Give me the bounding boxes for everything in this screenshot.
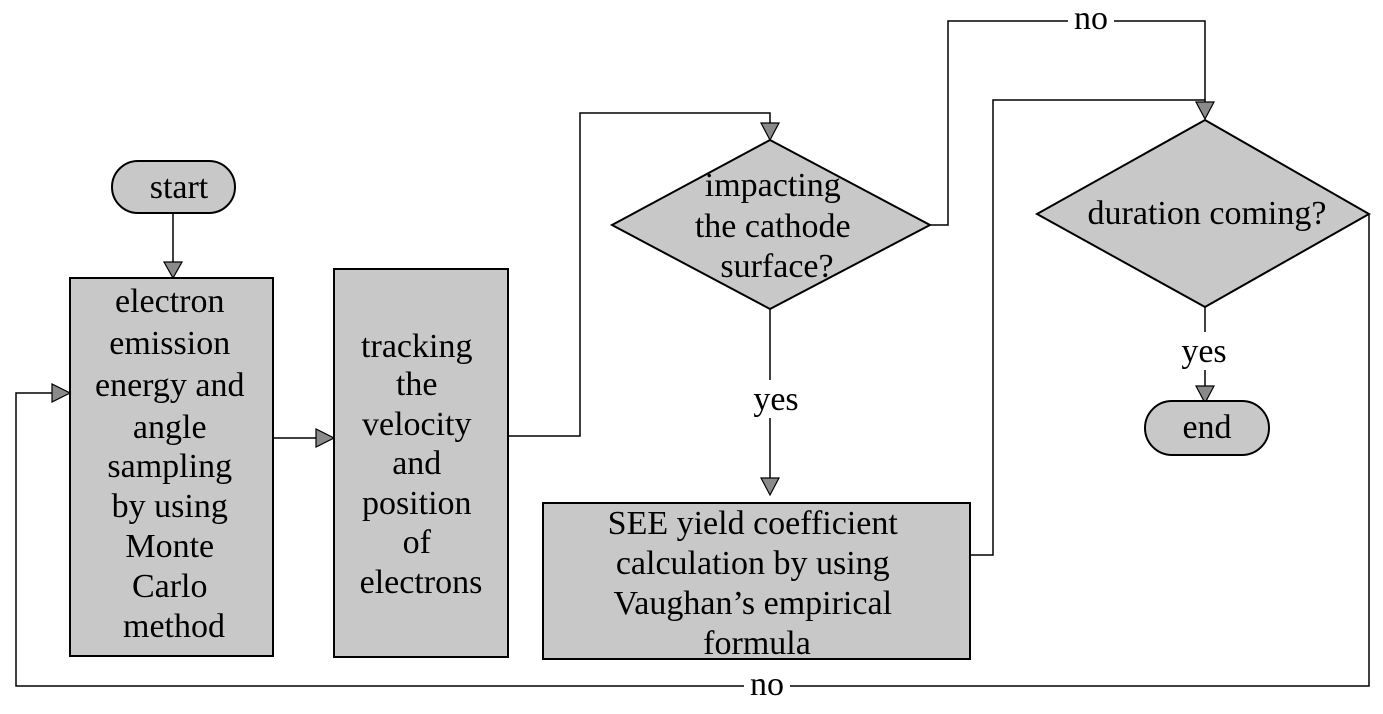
impacting-yes-label: yes — [753, 381, 798, 418]
arrowhead-tracking-to-impacting — [760, 122, 780, 142]
arrowhead-duration-yes — [1195, 385, 1215, 405]
no-top-label-bg — [1068, 2, 1114, 38]
no-bottom-label-bg — [744, 668, 790, 704]
arrowhead-duration-no — [51, 383, 72, 403]
impacting-label: impacting the cathode surface? — [695, 167, 859, 285]
end-terminal: end — [1144, 400, 1270, 456]
start-label: start — [150, 169, 209, 206]
edge-tracking-to-impacting — [508, 112, 771, 437]
tracking-box: tracking the velocity and position of el… — [333, 268, 509, 658]
emission-sampling-box: electron emission energy and angle sampl… — [69, 277, 274, 657]
duration-yes-label-bg — [1176, 332, 1232, 370]
yes-label-bg — [748, 380, 804, 418]
see-yield-box: SEE yield coefficient calculation by usi… — [542, 502, 971, 662]
arrowhead-impacting-yes — [760, 477, 780, 497]
emission-label: electron emission energy and angle sampl… — [95, 283, 253, 645]
tracking-label: tracking the velocity and position of el… — [360, 328, 483, 601]
arrowhead-start-to-emission — [162, 261, 184, 280]
arrowhead-see-to-duration — [1195, 101, 1215, 121]
impacting-no-label: no — [1074, 0, 1108, 37]
end-label: end — [1182, 409, 1231, 446]
duration-no-label: no — [750, 666, 784, 703]
duration-decision: duration coming? — [1034, 118, 1372, 309]
impacting-decision: impacting the cathode surface? — [609, 138, 933, 311]
start-terminal: start — [111, 160, 236, 214]
see-label: SEE yield coefficient calculation by usi… — [608, 505, 907, 662]
edge-duration-no — [15, 215, 1370, 687]
duration-yes-label: yes — [1181, 333, 1226, 370]
duration-label: duration coming? — [1088, 195, 1327, 232]
edge-impacting-no — [930, 20, 1206, 226]
arrowhead-emission-to-tracking — [315, 428, 336, 448]
edge-see-to-duration — [970, 99, 1206, 556]
